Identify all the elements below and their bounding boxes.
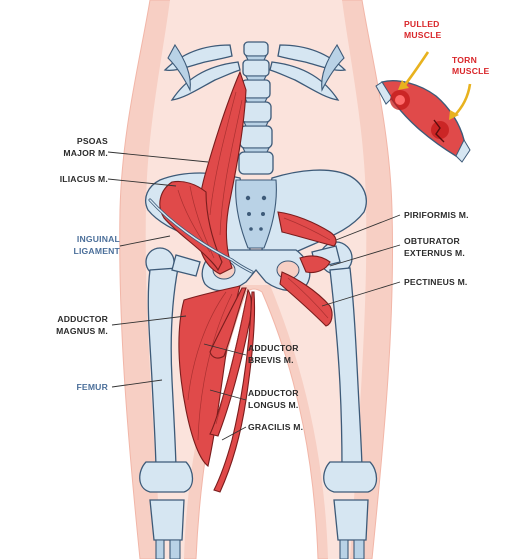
label-adductor-magnus-line2: MAGNUS M. xyxy=(56,326,108,336)
obturator-externus-muscle xyxy=(299,255,331,274)
pectineus-muscle xyxy=(279,271,333,327)
label-psoas-line2: MAJOR M. xyxy=(63,148,108,158)
torn-label-line1: TORN xyxy=(452,55,477,65)
torn-label-line2: MUSCLE xyxy=(452,66,490,76)
leader-lines xyxy=(107,151,401,441)
label-femur: FEMUR xyxy=(76,382,108,392)
left-femur xyxy=(139,247,201,559)
pulled-label-line1: PULLED xyxy=(404,19,440,29)
pulled-label-line2: MUSCLE xyxy=(404,30,442,40)
iliacus-muscle xyxy=(159,180,223,272)
lumbar-spine xyxy=(238,41,274,175)
label-iliacus: ILIACUS M. xyxy=(60,174,108,184)
psoas-major-muscle xyxy=(197,70,247,275)
adductor-brevis-muscle xyxy=(209,287,247,359)
rib-cage xyxy=(163,43,347,101)
label-psoas-line1: PSOAS xyxy=(77,136,108,146)
label-adductor-brevis-line2: BREVIS M. xyxy=(248,355,294,365)
label-gracilis: GRACILIS M. xyxy=(248,422,303,432)
label-obturator-line2: EXTERNUS M. xyxy=(404,248,465,258)
label-inguinal-line1: INGUINAL xyxy=(77,234,120,244)
torn-spot xyxy=(431,121,449,139)
piriformis-muscle xyxy=(277,211,337,247)
label-adductor-magnus-line1: ADDUCTOR xyxy=(57,314,108,324)
left-labels: PSOAS MAJOR M. ILIACUS M. INGUINAL LIGAM… xyxy=(56,136,120,392)
right-labels: PIRIFORMIS M. OBTURATOR EXTERNUS M. PECT… xyxy=(248,210,469,432)
muscle-injury-inset: PULLED MUSCLE TORN MUSCLE xyxy=(375,19,490,163)
gracilis-muscle xyxy=(213,291,256,493)
torn-arrow xyxy=(453,83,472,117)
muscles xyxy=(148,70,337,493)
label-adductor-longus-line1: ADDUCTOR xyxy=(248,388,299,398)
label-inguinal-line2: LIGAMENT xyxy=(74,246,121,256)
label-piriformis: PIRIFORMIS M. xyxy=(404,210,469,220)
label-adductor-brevis-line1: ADDUCTOR xyxy=(248,343,299,353)
label-pectineus: PECTINEUS M. xyxy=(404,277,468,287)
label-obturator-line1: OBTURATOR xyxy=(404,236,460,246)
right-femur xyxy=(311,241,378,559)
label-adductor-longus-line2: LONGUS M. xyxy=(248,400,299,410)
pulled-arrow xyxy=(402,51,430,87)
